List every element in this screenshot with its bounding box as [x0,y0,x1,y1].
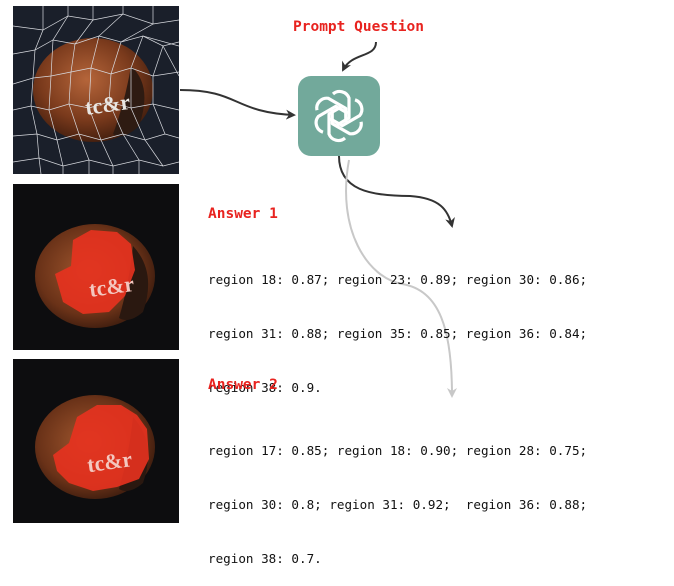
segmented-image-svg: tc&r [13,6,179,174]
arrow-model-to-answer-1 [338,155,455,228]
highlight-region [53,405,149,491]
arrow-prompt-to-model [342,41,377,72]
highlight-region [55,230,135,314]
answer-2-title: Answer 2 [208,377,278,393]
answer-1-image-svg: tc&r [13,184,179,350]
answer-1-line: region 18: 0.87; region 23: 0.89; region… [208,272,588,287]
answer-1-line: region 31: 0.88; region 35: 0.85; region… [208,326,588,341]
answer-1-line: region 38: 0.9. [208,380,322,395]
hazelnut-cap [113,66,145,137]
openai-logo-icon [298,76,380,156]
arrow-image-to-model [179,89,296,120]
answer-1-title: Answer 1 [208,206,278,222]
answer-1-text: region 18: 0.87; region 23: 0.89; region… [208,235,587,415]
hazelnut-highlight-answer-2: tc&r [13,359,179,523]
answer-2-line: region 17: 0.85; region 18: 0.90; region… [208,443,588,458]
answer-2-text: region 17: 0.85; region 18: 0.90; region… [208,406,587,586]
answer-2-image-svg: tc&r [13,359,179,523]
segmentation-lines [13,6,179,174]
segmented-hazelnut-image: tc&r [13,6,179,174]
hazelnut-cap [119,246,149,320]
answer-2-line: region 30: 0.8; region 31: 0.92; region … [208,497,588,512]
answer-2-line: region 38: 0.7. [208,551,322,566]
prompt-question-label: Prompt Question [293,19,424,35]
logo-knot [314,89,364,143]
icon-background [298,76,380,156]
model-icon-svg [298,76,380,156]
hazelnut-highlight-answer-1: tc&r [13,184,179,350]
